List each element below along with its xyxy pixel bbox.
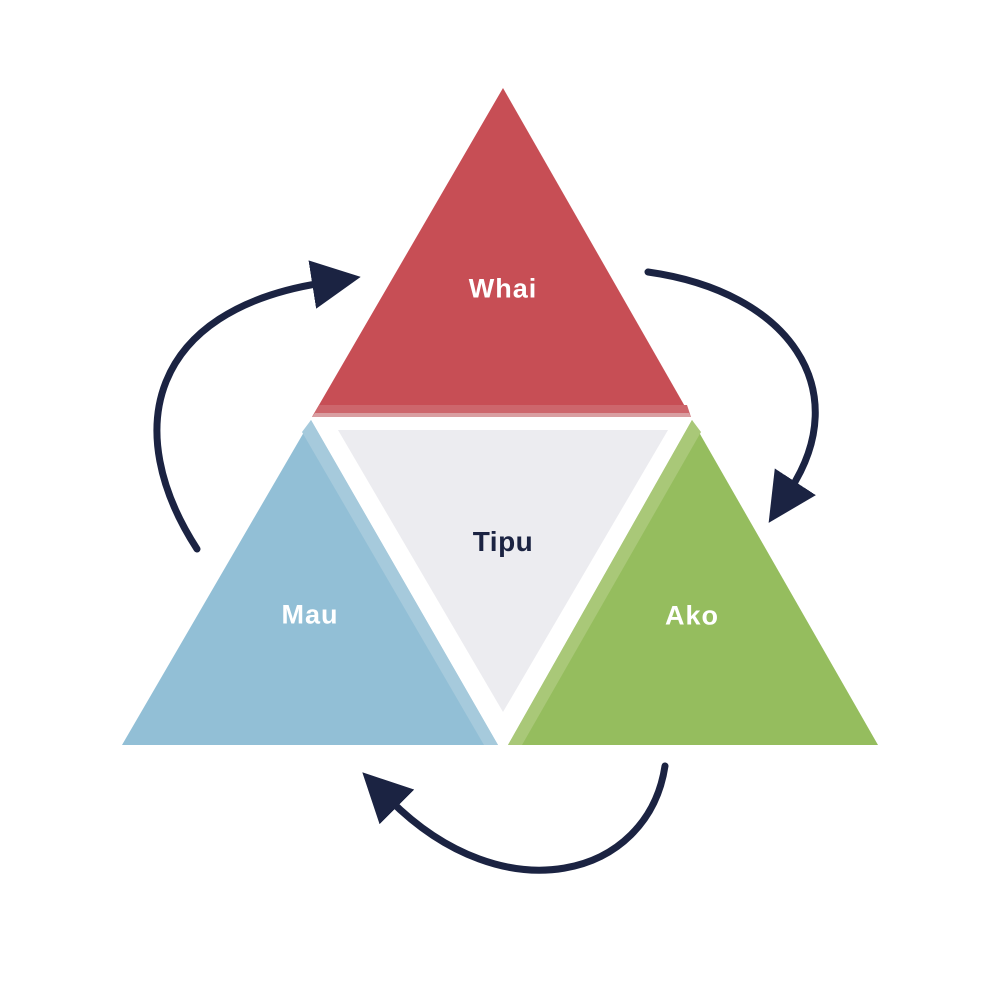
section-mau-bevel: [302, 420, 498, 745]
arrow-ako-to-mau: [362, 762, 669, 874]
arrow-whai-to-ako: [644, 268, 819, 523]
section-ako-triangle: [508, 420, 878, 745]
section-whai-label: Whai: [468, 273, 538, 304]
section-whai-triangle: [312, 88, 691, 417]
section-ako-bevel: [508, 420, 701, 745]
section-whai-bevel-edge: [312, 413, 691, 417]
section-tipu-triangle: [338, 430, 668, 712]
section-mau-triangle: [122, 420, 498, 745]
section-ako-label: Ako: [664, 600, 720, 631]
arrow-mau-to-whai: [153, 260, 361, 553]
section-tipu-label: Tipu: [472, 526, 534, 557]
section-mau-label: Mau: [281, 599, 339, 630]
